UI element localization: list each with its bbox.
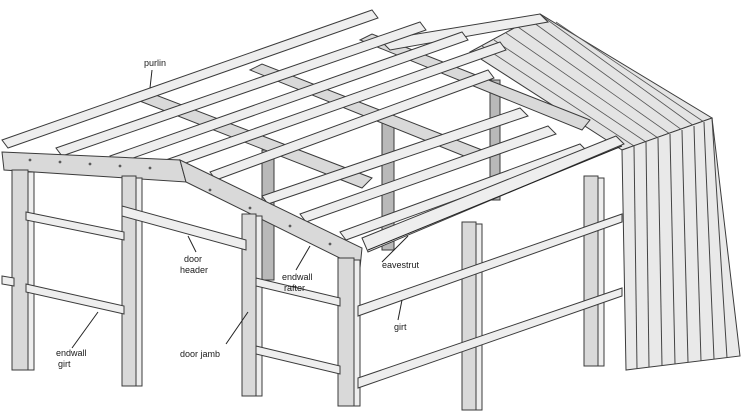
- endwall-rafters: [1, 151, 363, 269]
- label-endwall-rafter-line1: endwall: [282, 272, 313, 282]
- door-header: [121, 205, 247, 251]
- purlins: [1, 9, 507, 181]
- purlins-right-slope: [261, 107, 589, 241]
- label-girt: girt: [394, 322, 407, 332]
- label-endwall-girt-line2: girt: [58, 359, 71, 369]
- label-door-header-line2: header: [180, 265, 208, 275]
- endwall-girts: [1, 211, 341, 375]
- wall-sheeting: [621, 117, 741, 371]
- sidewall-columns: [461, 175, 605, 411]
- endwall-columns: [11, 169, 361, 407]
- leader-lines: [71, 69, 409, 349]
- label-endwall-rafter-line2: rafter: [284, 283, 305, 293]
- label-door-jamb: door jamb: [180, 349, 220, 359]
- roof-sheeting: [469, 13, 714, 151]
- label-eavestrut: eavestrut: [382, 260, 420, 270]
- label-door-header-line1: door: [184, 254, 202, 264]
- label-purlin: purlin: [144, 58, 166, 68]
- eave-strut: [361, 135, 625, 253]
- sidewall-girts: [357, 213, 623, 389]
- label-endwall-girt-line1: endwall: [56, 348, 87, 358]
